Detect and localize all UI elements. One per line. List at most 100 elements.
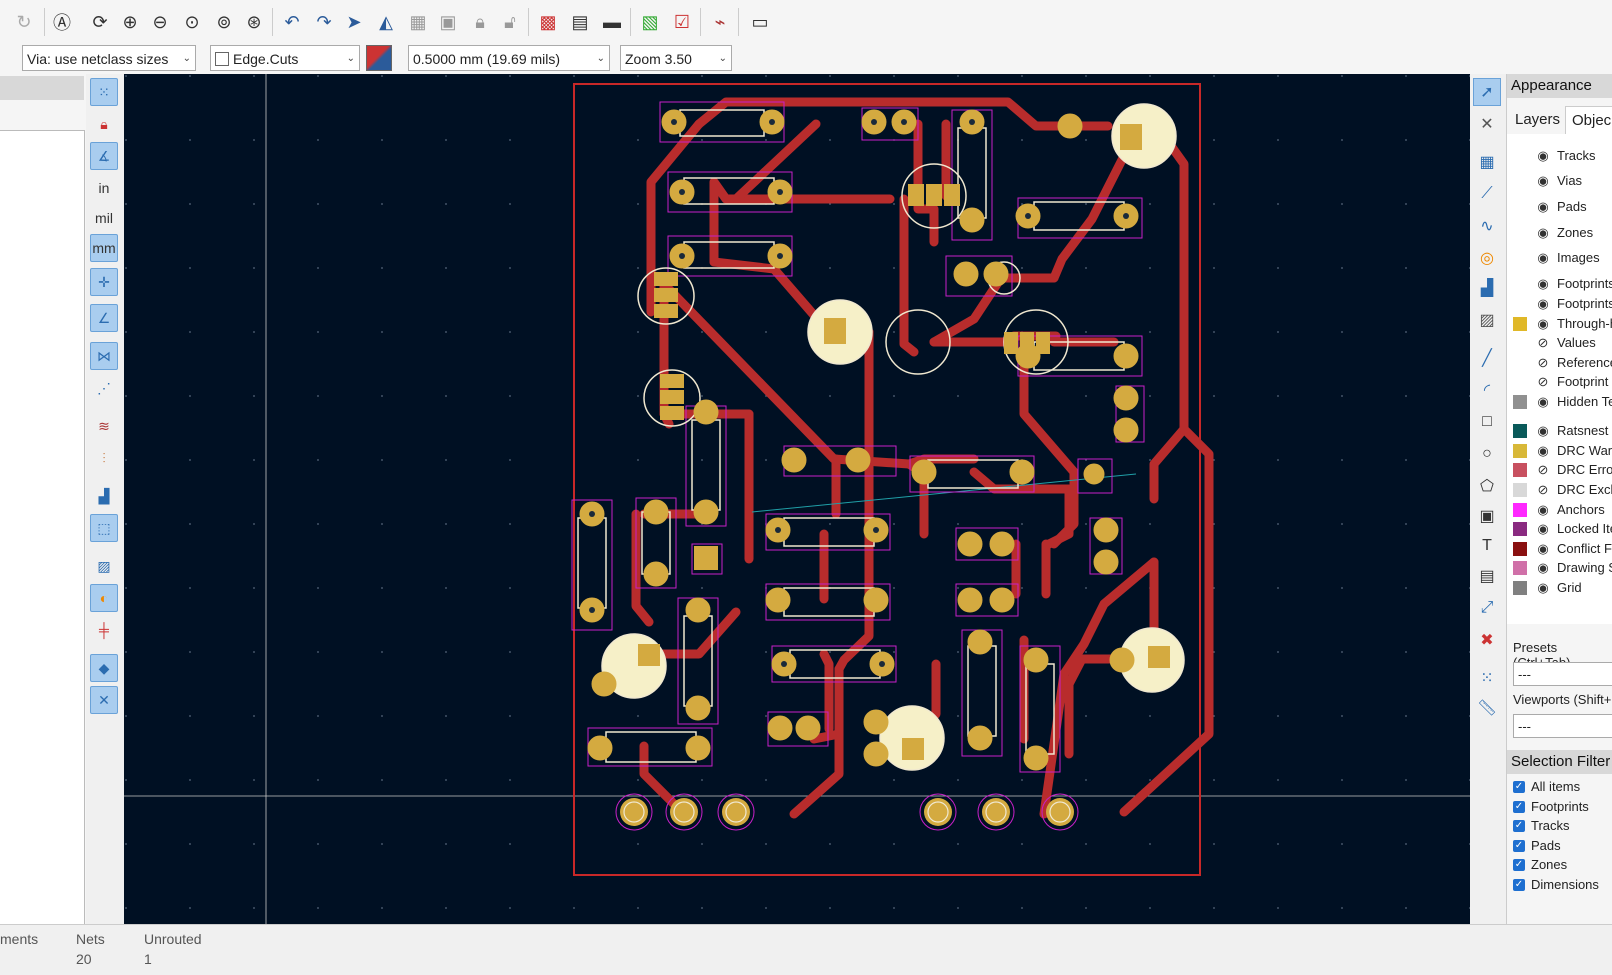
hidden-icon[interactable]: ⊘	[1537, 355, 1549, 370]
add-rule-area-icon[interactable]: ▨	[1479, 312, 1495, 329]
curved-ratsnest-icon[interactable]: ⋰	[97, 379, 111, 396]
refresh-icon[interactable]: ⟳	[92, 11, 108, 32]
ungroup-icon[interactable]: ▣	[439, 11, 457, 32]
measure-icon[interactable]: 📏︎	[1476, 700, 1498, 717]
rotate-cw-icon[interactable]: ↷	[316, 11, 332, 32]
draw-arc-icon[interactable]: ◜	[1483, 382, 1491, 399]
draw-rectangle-icon[interactable]: □	[1482, 413, 1492, 430]
lock-icon[interactable]: 🔒︎	[475, 11, 485, 32]
layer-color-swatch[interactable]	[1513, 581, 1527, 595]
checkbox-checked-icon[interactable]: ✓	[1513, 878, 1525, 891]
draw-line-icon[interactable]: ╱	[1482, 350, 1492, 367]
eye-icon[interactable]: ◉	[1537, 173, 1549, 188]
scripting-icon[interactable]: ▧	[641, 11, 659, 32]
grid-origin-icon[interactable]: ⁙	[1480, 670, 1494, 687]
eye-icon[interactable]: ◉	[1537, 580, 1549, 595]
tab-layers[interactable]: Layers	[1515, 111, 1561, 128]
zone-outline-icon[interactable]: ⬚	[90, 514, 118, 542]
viewports-select[interactable]: ---	[1513, 714, 1612, 738]
tune-length-icon[interactable]: ∿	[1480, 218, 1494, 235]
eye-icon[interactable]: ◉	[1537, 225, 1549, 240]
eye-icon[interactable]: ◉	[1537, 560, 1549, 575]
units-mm-button[interactable]: mm	[90, 234, 118, 262]
eye-icon[interactable]: ◉	[1537, 443, 1549, 458]
select-icon[interactable]: ➚	[1473, 78, 1501, 106]
units-inch-button[interactable]: in	[98, 180, 110, 196]
layer-color-swatch[interactable]	[1513, 522, 1527, 536]
zoom-select[interactable]: Zoom 3.50 ⌄	[620, 45, 732, 71]
delete-tool-icon[interactable]: ✖	[1480, 632, 1494, 649]
eye-icon[interactable]: ◉	[1537, 148, 1549, 163]
rotate-ccw-icon[interactable]: ↶	[284, 11, 300, 32]
track-display-icon[interactable]: ≋	[98, 417, 110, 434]
lock-grid-icon[interactable]: 🔒︎	[100, 115, 108, 132]
inspect-icon[interactable]: ▤	[571, 11, 589, 32]
layer-color-swatch[interactable]	[1513, 503, 1527, 517]
cursor-style-icon[interactable]: ✛	[90, 268, 118, 296]
units-mil-button[interactable]: mil	[95, 210, 113, 226]
draw-circle-icon[interactable]: ○	[1482, 445, 1492, 462]
redo-icon[interactable]: ↻	[16, 11, 32, 32]
draw-polygon-icon[interactable]: ⬠	[1480, 478, 1494, 495]
footprint-display-icon[interactable]: ▟	[98, 487, 110, 504]
add-dimension-icon[interactable]: ⤢	[1480, 599, 1494, 616]
polar-coords-icon[interactable]: ∡	[90, 142, 118, 170]
mirror-icon[interactable]: ◭	[379, 11, 393, 32]
layer-color-swatch[interactable]	[1513, 317, 1527, 331]
hidden-icon[interactable]: ⊘	[1537, 482, 1549, 497]
layer-color-swatch[interactable]	[1513, 561, 1527, 575]
add-image-icon[interactable]: ▣	[1479, 508, 1495, 525]
layer-color-swatch[interactable]	[1513, 483, 1527, 497]
layer-pair-button[interactable]	[366, 45, 392, 71]
tab-objects[interactable]: Objec	[1565, 106, 1612, 134]
zoom-in-icon[interactable]: ⊕	[122, 11, 138, 32]
zoom-fit-icon[interactable]: ⊙	[184, 11, 200, 32]
zoom-selection-icon[interactable]: ⊛	[246, 11, 262, 32]
eye-icon[interactable]: ◉	[1537, 502, 1549, 517]
layers-manager-icon[interactable]: ◆	[90, 654, 118, 682]
eye-icon[interactable]: ◉	[1537, 521, 1549, 536]
checkbox-checked-icon[interactable]: ✓	[1513, 800, 1525, 813]
layer-color-swatch[interactable]	[1513, 424, 1527, 438]
layer-select[interactable]: Edge.Cuts ⌄	[210, 45, 360, 71]
checkbox-checked-icon[interactable]: ✓	[1513, 781, 1525, 793]
via-display-icon[interactable]: ⫶	[102, 449, 106, 466]
eye-icon[interactable]: ◉	[1537, 394, 1549, 409]
ratsnest-icon[interactable]: ⋈	[90, 342, 118, 370]
add-textbox-icon[interactable]: ▤	[1479, 568, 1495, 585]
eye-icon[interactable]: ◉	[1537, 541, 1549, 556]
hidden-icon[interactable]: ⊘	[1537, 374, 1549, 389]
unlock-icon[interactable]: 🔓︎	[504, 11, 516, 32]
eye-icon[interactable]: ◉	[1537, 423, 1549, 438]
eye-icon[interactable]: ◉	[1537, 199, 1549, 214]
hidden-icon[interactable]: ⊘	[1537, 462, 1549, 477]
checkbox-checked-icon[interactable]: ✓	[1513, 839, 1525, 852]
add-via-icon[interactable]: ◎	[1480, 250, 1494, 267]
zoom-objects-icon[interactable]: ⊚	[216, 11, 232, 32]
group-icon[interactable]: ▦	[409, 11, 427, 32]
layer-color-swatch[interactable]	[1513, 463, 1527, 477]
terminal-icon[interactable]: ▭	[751, 11, 769, 32]
net-color-icon[interactable]: ╪	[99, 622, 109, 638]
board-setup-icon[interactable]: ▬	[603, 11, 621, 32]
properties-icon[interactable]: ✕	[90, 686, 118, 714]
route-icon[interactable]: ⌁	[714, 11, 726, 32]
grid-toggle-icon[interactable]: ⁙	[90, 78, 118, 106]
layer-color-swatch[interactable]	[1513, 444, 1527, 458]
eye-icon[interactable]: ◉	[1537, 316, 1549, 331]
flip-icon[interactable]: ➤	[346, 11, 362, 32]
layer-color-swatch[interactable]	[1513, 542, 1527, 556]
high-contrast-icon[interactable]: ◐	[90, 584, 118, 612]
checkbox-checked-icon[interactable]: ✓	[1513, 859, 1525, 871]
add-footprint-icon[interactable]: ▦	[1479, 154, 1495, 171]
find-icon[interactable]: Ⓐ	[53, 13, 71, 33]
add-zone-icon[interactable]: ▟	[1480, 280, 1494, 297]
eye-icon[interactable]: ◉	[1537, 250, 1549, 265]
checkbox-checked-icon[interactable]: ✓	[1513, 820, 1525, 832]
add-text-icon[interactable]: T	[1482, 537, 1492, 554]
hidden-icon[interactable]: ⊘	[1537, 335, 1549, 350]
eye-icon[interactable]: ◉	[1537, 276, 1549, 291]
pcb-canvas[interactable]	[124, 74, 1470, 924]
presets-select[interactable]: ---	[1513, 662, 1612, 686]
local-ratsnest-icon[interactable]: ✕	[1480, 116, 1494, 133]
